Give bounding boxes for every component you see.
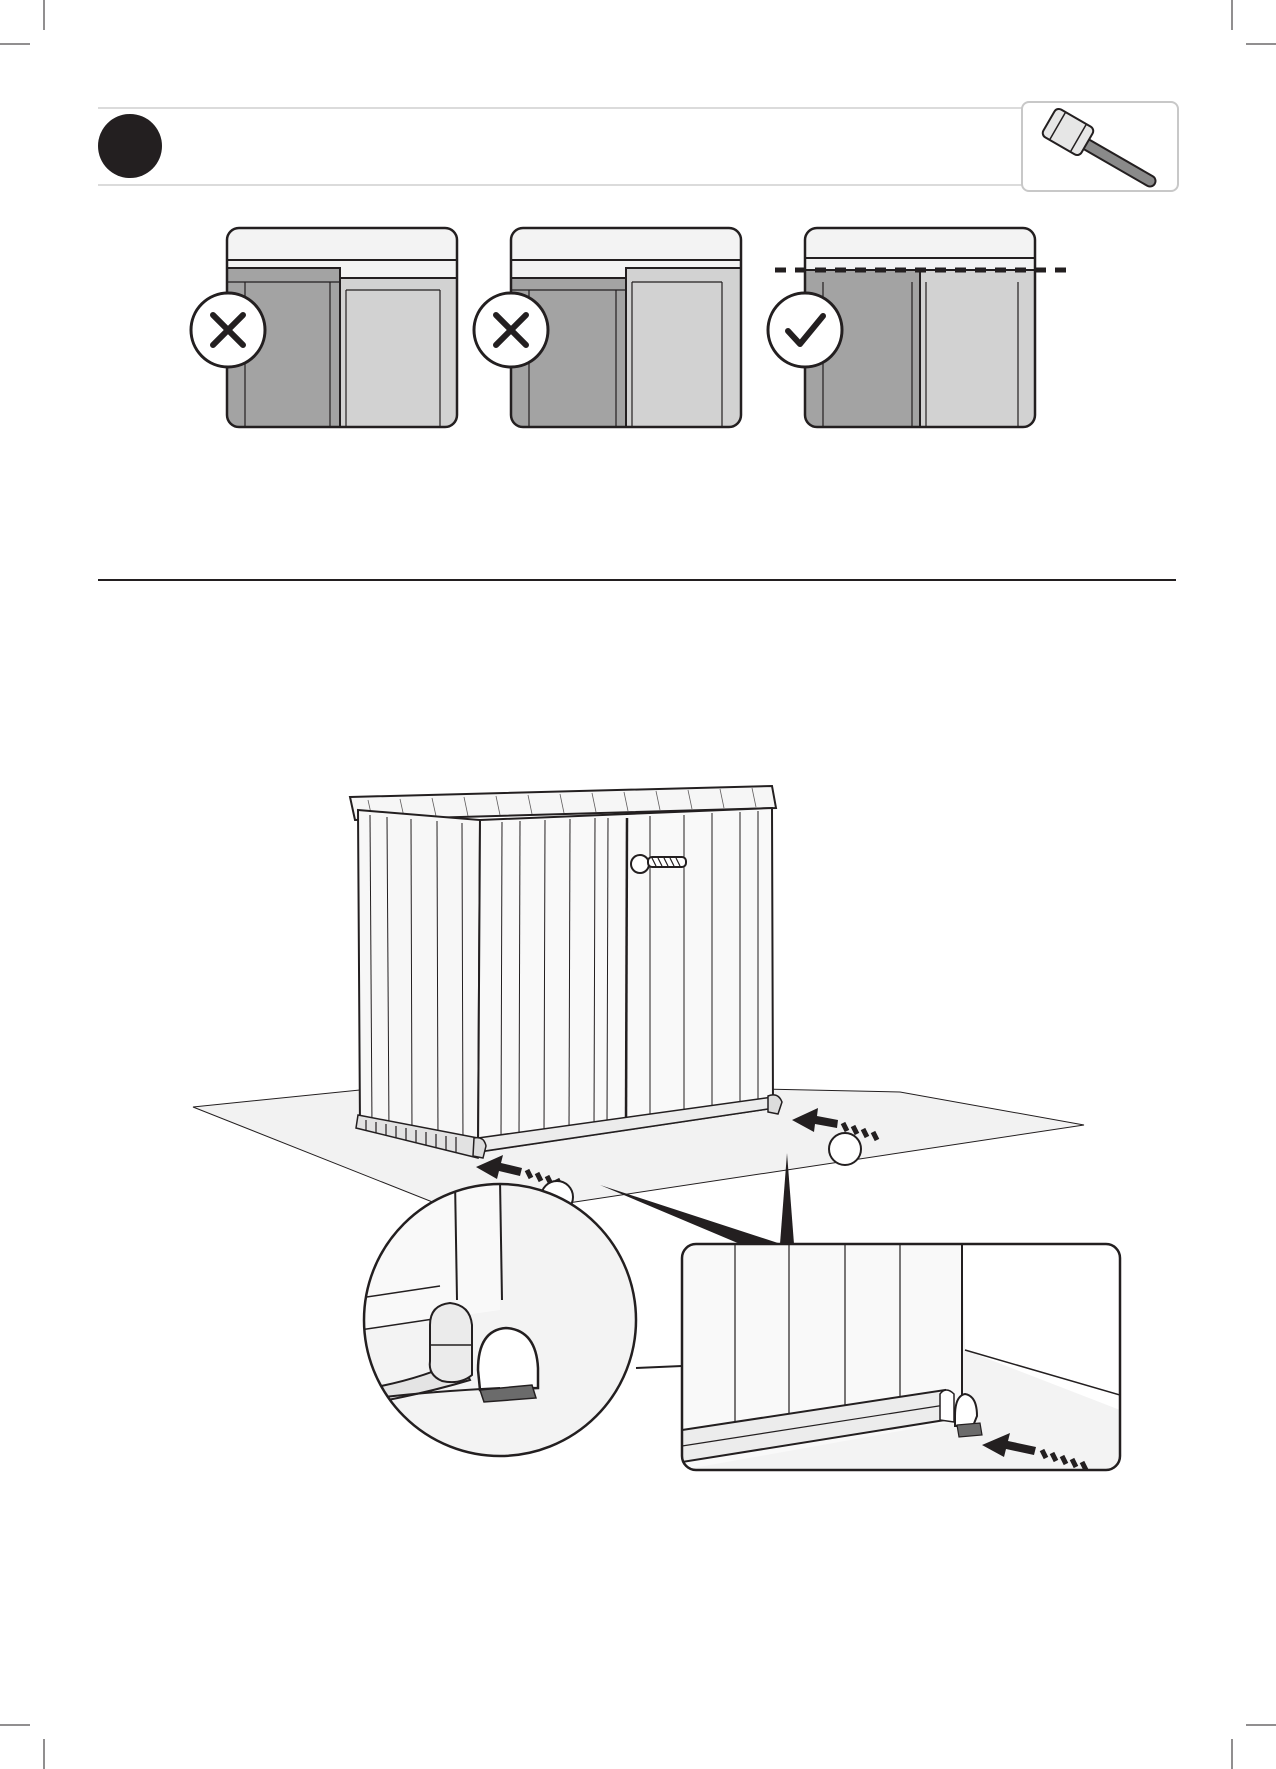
check-icon xyxy=(768,293,842,367)
detail-view-corner-wedge xyxy=(360,1180,640,1460)
callout-marker-2 xyxy=(829,1133,861,1165)
cross-icon xyxy=(191,293,265,367)
step-number-marker xyxy=(98,114,162,178)
step-header xyxy=(98,108,1022,185)
storage-box xyxy=(350,786,782,1158)
tool-box xyxy=(1022,102,1178,191)
alignment-panel-incorrect-2 xyxy=(474,228,741,438)
alignment-panel-correct xyxy=(768,228,1068,438)
alignment-panel-incorrect-1 xyxy=(191,228,457,438)
detail-view-door-bottom xyxy=(682,1244,1120,1470)
cross-icon xyxy=(474,293,548,367)
